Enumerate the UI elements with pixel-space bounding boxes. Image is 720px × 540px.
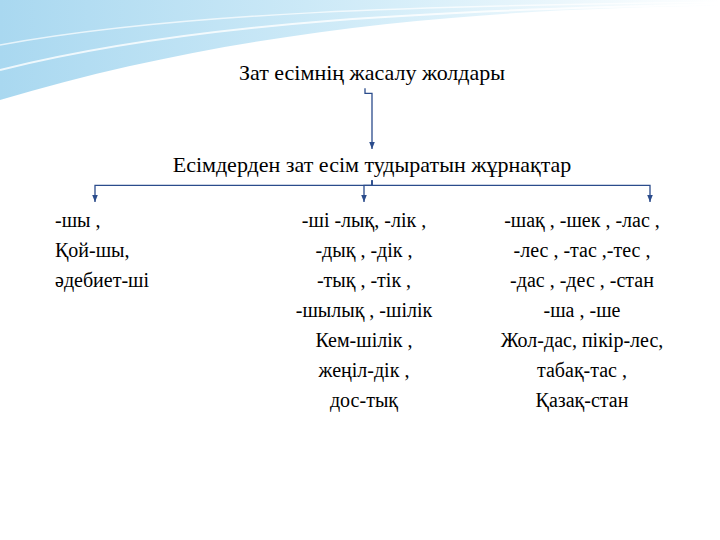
node-text: табақ-тас , bbox=[501, 355, 664, 385]
heading-node: Зат есімнің жасалу жолдары bbox=[235, 58, 509, 87]
connector-arrow bbox=[364, 180, 372, 202]
node-text: -шақ , -шек , -лас , bbox=[501, 205, 664, 235]
node-text: дос-тық bbox=[296, 385, 433, 415]
node-text: Жол-дас, пікір-лес, bbox=[501, 325, 664, 355]
node-text: -ші -лық, -лік , bbox=[296, 205, 433, 235]
node-text: Кем-шілік , bbox=[296, 325, 433, 355]
suffix-column: -шақ , -шек , -лас ,-лес , -тас ,-тес ,-… bbox=[497, 203, 668, 417]
suffix-column: -шы ,Қой-шы,әдебиет-ші bbox=[51, 203, 153, 297]
node-text: -шылық , -шілік bbox=[296, 295, 433, 325]
node-text: әдебиет-ші bbox=[55, 265, 149, 295]
node-text: Қой-шы, bbox=[55, 235, 149, 265]
wave-band bbox=[0, 0, 720, 100]
node-text: -ша , -ше bbox=[501, 295, 664, 325]
node-text: Есімдерден зат есім тудыратын жұрнақтар bbox=[173, 152, 572, 177]
connector-arrow bbox=[95, 180, 372, 202]
node-text: -шы , bbox=[55, 205, 149, 235]
connector-arrow bbox=[365, 88, 372, 149]
wave-line bbox=[0, 2, 720, 45]
connector-arrow bbox=[372, 180, 650, 202]
node-text: -лес , -тас ,-тес , bbox=[501, 235, 664, 265]
node-text: -дас , -дес , -стан bbox=[501, 265, 664, 295]
node-text: -тық , -тік , bbox=[296, 265, 433, 295]
node-text: жеңіл-дік , bbox=[296, 355, 433, 385]
node-text: -дық , -дік , bbox=[296, 235, 433, 265]
node-text: Қазақ-стан bbox=[501, 385, 664, 415]
heading-node: Есімдерден зат есім тудыратын жұрнақтар bbox=[169, 150, 576, 179]
suffix-column: -ші -лық, -лік ,-дық , -дік ,-тық , -тік… bbox=[292, 203, 437, 417]
node-text: Зат есімнің жасалу жолдары bbox=[239, 60, 505, 85]
